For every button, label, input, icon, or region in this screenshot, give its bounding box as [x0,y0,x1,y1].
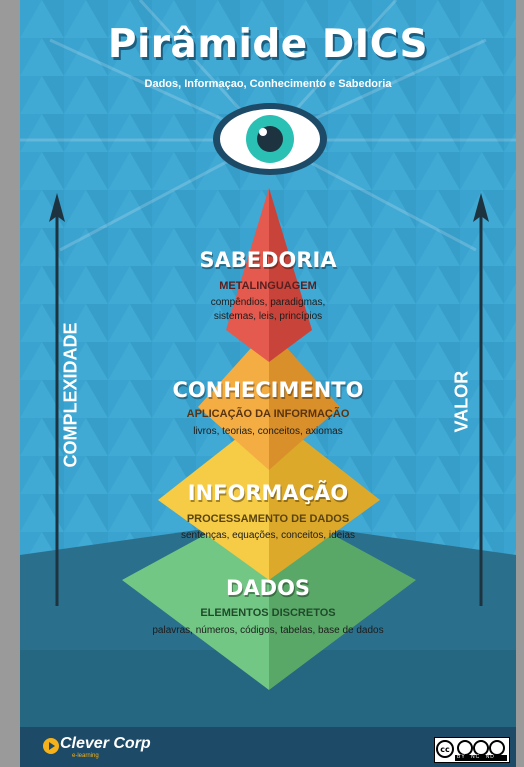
level-sabedoria-subtitle: METALINGUAGEM [219,280,317,292]
page-subtitle: Dados, Informaçao, Conhecimento e Sabedo… [144,78,392,90]
brand-name: Clever Corp [60,735,151,752]
license-text: BY NC ND [457,754,495,760]
level-conhecimento-title: CONHECIMENTO [172,378,364,402]
level-dados-desc: palavras, números, códigos, tabelas, bas… [152,625,384,636]
background-art [20,0,516,767]
level-conhecimento-subtitle: APLICAÇÃO DA INFORMAÇÃO [186,408,350,420]
level-informacao-subtitle: PROCESSAMENTO DE DADOS [186,513,350,525]
level-informacao-title: INFORMAÇÃO [187,481,349,505]
footer [20,727,516,767]
level-conhecimento-right [269,328,340,470]
creative-commons-badge: cc BY NC ND [434,737,510,763]
complexity-arrow [49,193,65,606]
level-sabedoria-left [226,188,269,362]
infographic: Pirâmide DICS Dados, Informaçao, Conheci… [20,0,516,767]
level-dados-subtitle: ELEMENTOS DISCRETOS [200,607,336,619]
value-arrow [473,193,489,606]
level-conhecimento-desc: livros, teorias, conceitos, axiomas [193,426,343,437]
level-informacao-desc: sentenças, equações, conceitos, ideias [181,530,355,541]
svg-text:cc: cc [440,745,450,754]
eye-icon [213,103,327,175]
cc-license-icon: cc [436,740,507,761]
level-informacao-right [269,413,380,580]
level-informacao-left [158,413,269,580]
level-sabedoria-title: SABEDORIA [199,248,337,272]
pyramid [122,188,416,690]
brand-tagline: e-learning [72,753,99,759]
level-dados-title: DADOS [225,576,311,600]
complexity-label: COMPLEXIDADE [60,322,81,468]
page-title: Pirâmide DICS [107,22,429,67]
level-sabedoria-right [269,188,312,362]
level-sabedoria-desc-2: sistemas, leis, princípios [213,311,323,322]
level-sabedoria-desc-1: compêndios, paradigmas, [210,297,326,308]
level-conhecimento-left [198,328,269,470]
clever-corp-logo-icon [43,738,59,754]
